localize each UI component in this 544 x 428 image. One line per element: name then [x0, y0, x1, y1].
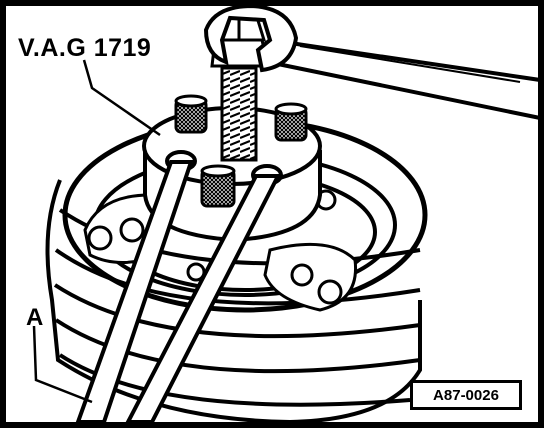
leader-lines [32, 59, 161, 404]
knurled-nuts [174, 94, 308, 208]
wrench [203, 6, 538, 120]
reference-code: A87-0026 [433, 386, 499, 404]
tool-label: V.A.G 1719 [18, 34, 152, 62]
reference-box: A87-0026 [410, 380, 522, 410]
technical-illustration [32, 6, 538, 422]
part-label-a: A [26, 304, 44, 331]
long-rods [75, 160, 282, 422]
pulley-openings [83, 189, 358, 312]
